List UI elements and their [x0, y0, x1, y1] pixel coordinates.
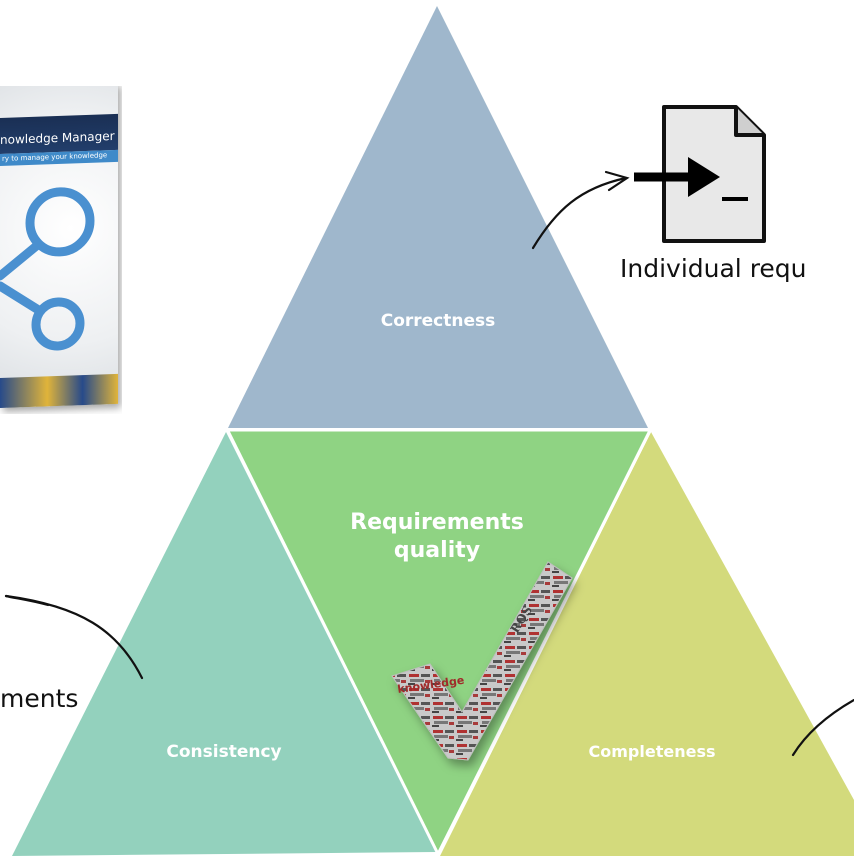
share-network-icon [0, 187, 95, 351]
product-box-image: nowledge Manager ry to manage your knowl… [0, 86, 122, 414]
requirements-quality-triangle [229, 431, 648, 852]
requirements-quality-label: Requirements quality [350, 510, 524, 563]
product-box-bottom-pattern [0, 373, 118, 408]
individual-requirements-text: Individual requ [620, 254, 807, 283]
arrows [4, 170, 854, 757]
arrow-to-product-head [4, 594, 50, 607]
product-box-face: nowledge Manager ry to manage your knowl… [0, 86, 118, 409]
triangle-separators [226, 428, 652, 855]
correctness-label: Correctness [380, 311, 496, 331]
consistency-triangle [12, 432, 436, 856]
arrow-to-document-head [604, 170, 630, 192]
consistency-label: Consistency [166, 742, 282, 762]
completeness-triangle [440, 432, 854, 856]
arrow-to-document [531, 176, 628, 250]
completeness-label: Completeness [588, 742, 716, 761]
check-mark-icon [391, 561, 573, 761]
arrow-from-completeness [791, 698, 854, 757]
terminal-document-icon [634, 105, 766, 243]
requirements-partial-text: ments [0, 684, 79, 713]
correctness-triangle [228, 6, 648, 428]
